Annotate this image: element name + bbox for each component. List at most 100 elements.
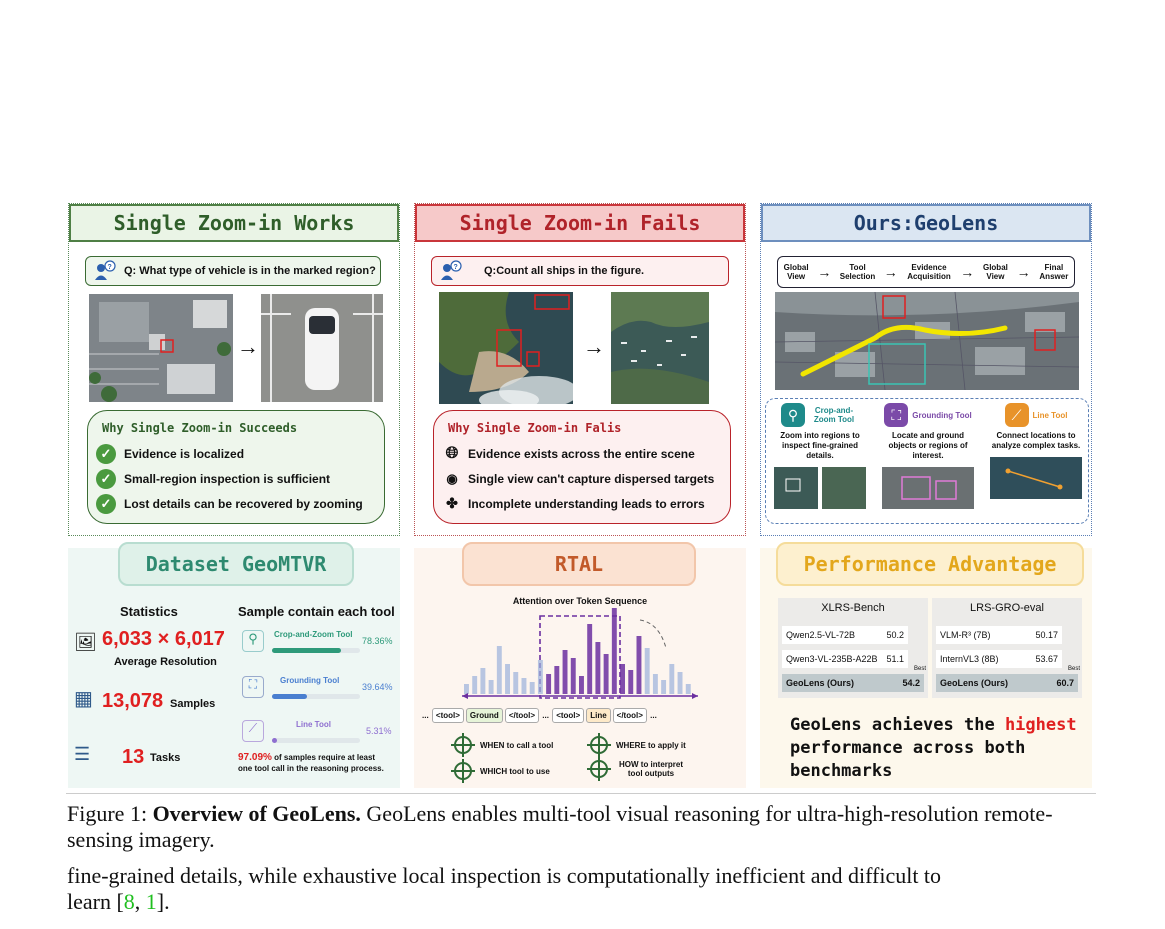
svg-text:?: ? (454, 264, 458, 271)
arrow-right-icon: → (817, 263, 832, 280)
usage-bar (272, 738, 277, 743)
user-question-icon: ? (94, 260, 116, 282)
question-item: HOW to interpret tool outputs (587, 757, 686, 781)
resolution-label: Average Resolution (114, 656, 217, 668)
claim-highlight: highest (1004, 715, 1077, 735)
tool-crop-zoom: ⚲ Crop-and-Zoom Tool Zoom into regions t… (770, 403, 870, 521)
reason-box: Why Single Zoom-in Falis 🌐︎Evidence exis… (433, 410, 731, 524)
table-title: XLRS-Bench (821, 602, 885, 614)
table-title: LRS-GRO-eval (970, 602, 1044, 614)
tool-example-image (882, 467, 974, 509)
check-icon: ✓ (96, 443, 116, 464)
panel-single-zoom-works: Single Zoom-in Works ? Q: What type of v… (68, 203, 400, 536)
pipeline-step: Global View (982, 263, 1008, 281)
tasks-label: Tasks (150, 752, 181, 764)
attention-bar (464, 684, 469, 694)
user-question-icon: ? (440, 260, 462, 282)
attention-bar (611, 608, 617, 694)
attention-bar (587, 624, 593, 694)
attention-bar (595, 642, 601, 694)
line-tool-icon: ⟋ (1004, 403, 1029, 427)
question-item: WHICH tool to use (451, 759, 550, 783)
zoomed-vehicle-image (261, 294, 383, 402)
panel-title: RTAL (462, 542, 696, 586)
tool-desc: Locate and ground objects or regions of … (888, 431, 968, 460)
search-icon: ⚲ (242, 630, 264, 652)
reason-item: 🌐︎Evidence exists across the entire scen… (434, 441, 730, 466)
pipeline-step: Final Answer (1039, 263, 1069, 281)
tool-name: Line Tool (296, 720, 331, 729)
reason-title: Why Single Zoom-in Succeeds (102, 421, 298, 435)
check-icon: ✓ (96, 468, 116, 489)
resolution-value: 6,033 × 6,017 (102, 628, 225, 650)
attention-bar (652, 674, 658, 694)
attention-bar (505, 664, 510, 694)
body-text: fine-grained details, while exhaustive l… (67, 863, 942, 914)
citation-link[interactable]: 1 (145, 889, 157, 914)
aerial-parking-image (89, 294, 233, 402)
attention-bar (488, 680, 494, 694)
tool-name: Grounding Tool (912, 410, 972, 420)
arrow-right-icon: → (1016, 263, 1031, 280)
pipeline-step: Global View (783, 263, 809, 281)
tool-line: ⟋ Line Tool Connect locations to analyze… (986, 403, 1086, 521)
citation-link[interactable]: 8 (123, 889, 135, 914)
attention-bar (579, 676, 584, 694)
pipeline-step: Tool Selection (839, 263, 876, 281)
attention-bar (570, 658, 576, 694)
tool-example-image (990, 457, 1082, 499)
reason-item: ◉Single view can't capture dispersed tar… (434, 466, 730, 491)
tool-usage-row: ⟋ Line Tool 5.31% (240, 716, 396, 756)
arrow-right-icon: → (883, 263, 898, 280)
reason-box: Why Single Zoom-in Succeeds ✓Evidence is… (87, 410, 385, 524)
benchmark-table: LRS-GRO-eval VLM-R³ (7B)50.17 InternVL3 … (932, 598, 1082, 698)
tool-example-image (774, 467, 866, 509)
usage-bar (272, 694, 307, 699)
tasks-value: 13 (122, 746, 145, 768)
image-icon: 🖼︎ (74, 632, 97, 652)
tool-usage-row: ⛶ Grounding Tool 39.64% (240, 672, 396, 712)
table-row-best: GeoLens (Ours)60.7 (936, 674, 1078, 692)
attention-bar (661, 680, 667, 694)
question-item: WHERE to apply it (587, 733, 686, 757)
tool-pct: 78.36% (362, 636, 393, 646)
arrow-right-icon: → (237, 334, 259, 359)
tool-name: Crop-and-Zoom Tool (813, 406, 855, 424)
panel-title: Single Zoom-in Works (69, 204, 399, 242)
panel-single-zoom-fails: Single Zoom-in Fails ? Q:Count all ships… (414, 203, 746, 536)
puzzle-icon: ✤ (446, 495, 458, 511)
reason-item: ✓Evidence is localized (88, 441, 384, 466)
question-text: Q: What type of vehicle is in the marked… (124, 265, 376, 277)
samples-label: Samples (170, 698, 216, 710)
attention-bar (603, 654, 609, 694)
attention-bar (529, 682, 535, 694)
tool-name: Crop-and-Zoom Tool (274, 630, 353, 639)
attention-bar (480, 668, 486, 694)
figure-divider (66, 793, 1096, 794)
footnote-text: of samples require at least (274, 753, 376, 762)
attention-bar (636, 636, 642, 694)
token: Line (586, 708, 611, 723)
footnote-pct: 97.09% (238, 752, 272, 763)
grounding-frame-icon: ⛶ (242, 676, 264, 698)
grounding-frame-icon: ⛶ (884, 403, 909, 427)
arrow-right-icon: → (960, 263, 975, 280)
aerial-coast-image (439, 292, 573, 404)
tool-name: Line Tool (1032, 410, 1068, 420)
attention-bar (685, 684, 691, 694)
attention-bar (496, 646, 502, 694)
crosshair-icon (587, 733, 611, 757)
eye-icon: ◉ (446, 470, 458, 486)
tool-pct: 5.31% (366, 726, 392, 736)
stats-title: Statistics (120, 604, 178, 619)
zoomed-harbor-image (611, 292, 709, 404)
crosshair-icon (587, 757, 611, 781)
reason-title: Why Single Zoom-in Falis (448, 421, 622, 435)
tool-grounding: ⛶ Grounding Tool Locate and ground objec… (878, 403, 978, 521)
attention-bar (677, 672, 683, 694)
table-row-best: GeoLens (Ours)54.2 (782, 674, 924, 692)
caption-bold: Overview of GeoLens. (152, 801, 361, 826)
question-item: WHEN to call a tool (451, 733, 553, 757)
